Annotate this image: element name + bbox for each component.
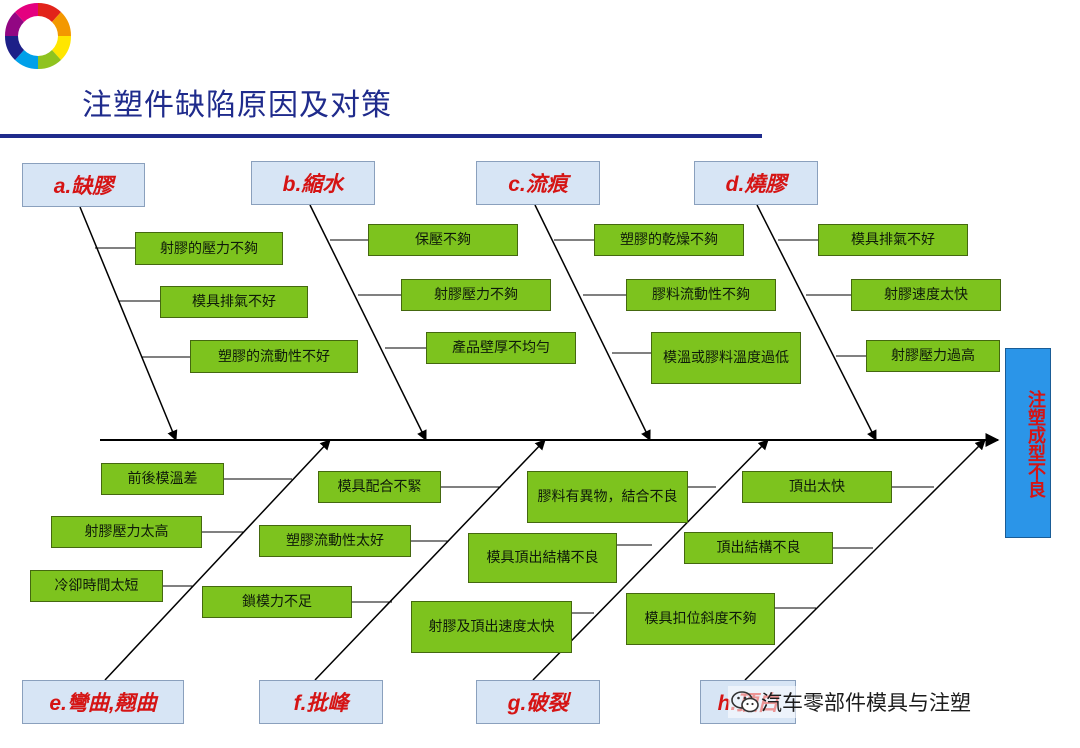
cause-e-1: 前後模溫差 bbox=[101, 463, 224, 495]
cause-h-3: 模具扣位斜度不夠 bbox=[626, 593, 775, 645]
color-wheel-arrows-icon bbox=[4, 2, 72, 70]
effect-label: 注塑成型不良 bbox=[1025, 390, 1046, 498]
cause-e-2: 射膠壓力太高 bbox=[51, 516, 202, 548]
category-b: b.縮水 bbox=[251, 161, 375, 205]
cause-f-3: 鎖模力不足 bbox=[202, 586, 352, 618]
category-f: f.批峰 bbox=[259, 680, 383, 724]
title-underline bbox=[0, 134, 762, 138]
cause-g-3: 射膠及頂出速度太快 bbox=[411, 601, 572, 653]
category-c: c.流痕 bbox=[476, 161, 600, 205]
cause-a-3: 塑膠的流動性不好 bbox=[190, 340, 358, 373]
effect-box: 注塑成型不良 bbox=[1005, 348, 1051, 538]
cause-c-1: 塑膠的乾燥不夠 bbox=[594, 224, 744, 256]
category-d: d.燒膠 bbox=[694, 161, 818, 205]
bone-e bbox=[104, 439, 331, 681]
bone-b bbox=[309, 204, 427, 441]
cause-a-2: 模具排氣不好 bbox=[160, 286, 308, 318]
bone-d bbox=[756, 204, 877, 441]
cause-b-1: 保壓不夠 bbox=[368, 224, 518, 256]
cause-d-1: 模具排氣不好 bbox=[818, 224, 968, 256]
watermark-text: 汽车零部件模具与注塑 bbox=[761, 691, 971, 715]
wechat-icon bbox=[731, 691, 759, 713]
page-title: 注塑件缺陷原因及对策 bbox=[82, 88, 392, 123]
cause-g-2: 模具頂出結構不良 bbox=[468, 533, 617, 583]
cause-h-1: 頂出太快 bbox=[742, 471, 892, 503]
cause-c-2: 膠料流動性不夠 bbox=[626, 279, 776, 311]
cause-d-2: 射膠速度太快 bbox=[851, 279, 1001, 311]
cause-b-3: 產品壁厚不均勻 bbox=[426, 332, 576, 364]
bone-h bbox=[744, 439, 986, 681]
category-g: g.破裂 bbox=[476, 680, 600, 724]
category-a: a.缺膠 bbox=[22, 163, 145, 207]
cause-f-1: 模具配合不緊 bbox=[318, 471, 441, 503]
cause-c-3: 模溫或膠料溫度過低 bbox=[651, 332, 801, 384]
category-e: e.彎曲,翹曲 bbox=[22, 680, 184, 724]
cause-a-1: 射膠的壓力不夠 bbox=[135, 232, 283, 265]
cause-g-1: 膠料有異物，結合不良 bbox=[527, 471, 688, 523]
bone-a bbox=[79, 206, 178, 441]
bone-g bbox=[532, 439, 769, 681]
cause-h-2: 頂出結構不良 bbox=[684, 532, 833, 564]
watermark: 汽车零部件模具与注塑 bbox=[728, 686, 974, 718]
bone-f bbox=[314, 439, 546, 681]
cause-f-2: 塑膠流動性太好 bbox=[259, 525, 411, 557]
bone-c bbox=[534, 204, 651, 441]
cause-d-3: 射膠壓力過高 bbox=[866, 340, 1000, 372]
cause-b-2: 射膠壓力不夠 bbox=[401, 279, 551, 311]
cause-e-3: 冷卻時間太短 bbox=[30, 570, 163, 602]
